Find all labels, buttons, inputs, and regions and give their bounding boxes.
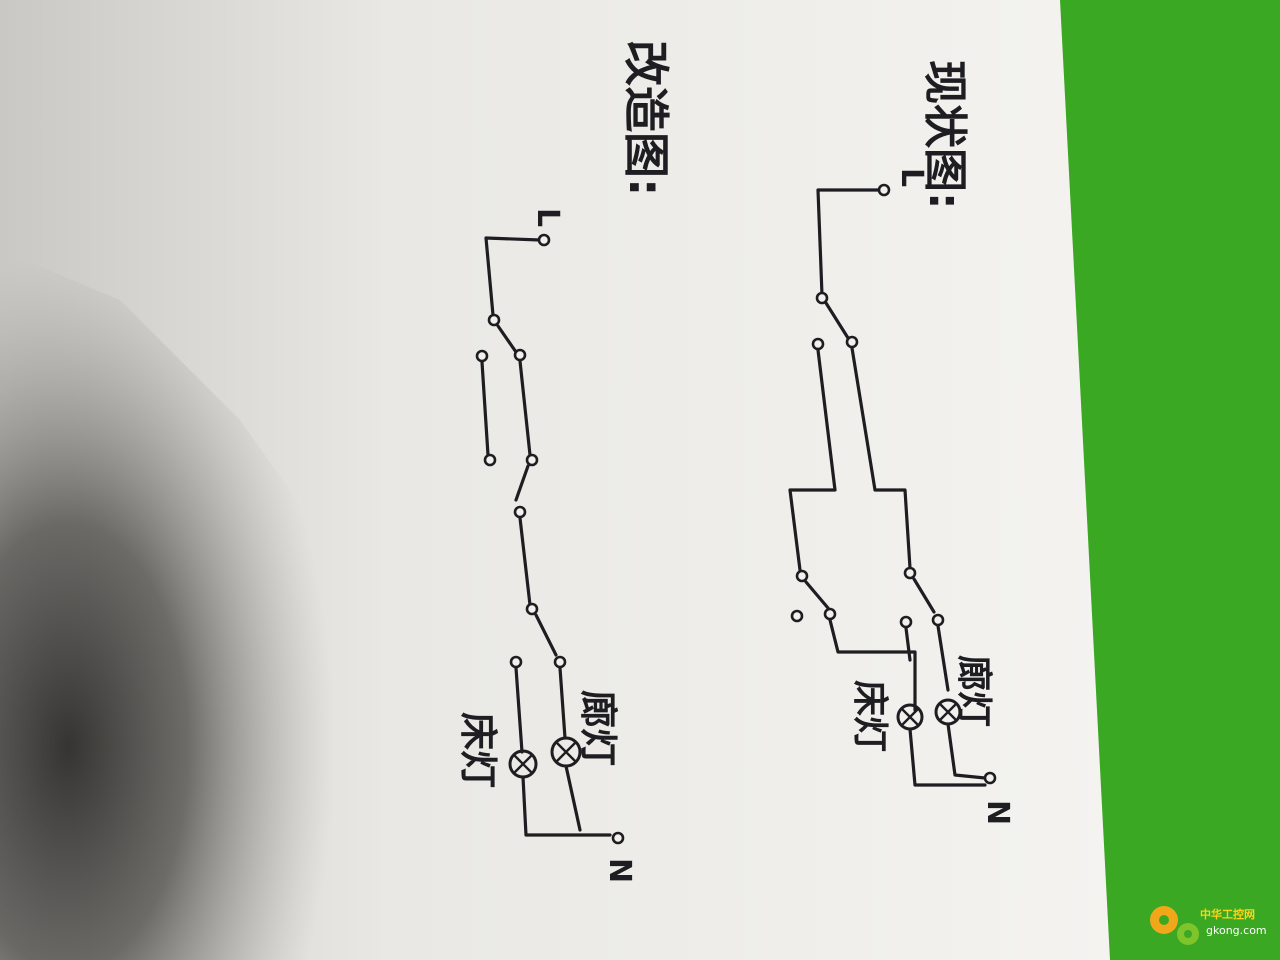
modified-switch3-contact-b <box>553 655 567 669</box>
watermark-url: gkong.com <box>1206 924 1267 937</box>
modified-switch1-contact-a <box>475 349 489 363</box>
current-live-label: L <box>894 168 929 187</box>
current-title: 现状图: <box>919 60 970 210</box>
current-switch3-contact-a <box>899 615 913 629</box>
svg-text:N: N <box>980 800 1015 825</box>
current-traveler-2 <box>850 346 912 570</box>
current-lamp-feed-1 <box>828 618 917 712</box>
svg-text:L: L <box>530 208 565 227</box>
modified-mid-wire <box>518 516 532 607</box>
watermark: 中华工控网 gkong.com <box>1150 906 1267 945</box>
modified-traveler-2 <box>518 359 532 457</box>
current-switch3-common <box>903 566 917 580</box>
current-neutral-wire <box>908 722 987 787</box>
svg-text:L: L <box>894 168 929 187</box>
current-switch1-contact-a <box>811 337 825 351</box>
modified-lamp-feed-1 <box>514 666 524 754</box>
modified-switch2-contact-b <box>525 453 539 467</box>
modified-live-label: L <box>530 208 565 227</box>
current-switch3-contact-b <box>931 613 945 627</box>
modified-switch3-common <box>525 602 539 616</box>
hand-shadow <box>0 250 380 960</box>
current-switch1-common <box>815 291 829 305</box>
svg-text:床灯: 床灯 <box>456 712 500 788</box>
current-lamp-feed-3 <box>936 624 950 692</box>
diagram-current: 现状图: L <box>788 60 1015 825</box>
watermark-name: 中华工控网 <box>1200 907 1255 921</box>
current-switch3-blade <box>912 577 936 614</box>
gear-icon <box>1150 906 1199 945</box>
modified-traveler-1 <box>480 360 490 457</box>
current-lamp1-label: 廊灯 <box>953 655 994 727</box>
current-live-wire <box>816 188 886 297</box>
current-switch2-contact-b <box>790 609 804 623</box>
current-lamp-feed-2 <box>904 626 912 662</box>
current-switch2-common <box>823 607 837 621</box>
current-neutral-label: N <box>980 800 1015 825</box>
modified-neutral-terminal <box>611 831 625 845</box>
modified-title: 改造图: <box>619 40 673 196</box>
current-neutral-terminal <box>983 771 997 785</box>
current-live-terminal <box>877 183 891 197</box>
current-traveler-1 <box>788 348 837 572</box>
modified-switch1-blade <box>496 324 518 354</box>
svg-text:现状图:: 现状图: <box>919 60 970 210</box>
modified-switch2-contact-a <box>483 453 497 467</box>
modified-switch3-contact-a <box>509 655 523 669</box>
modified-switch2-common <box>513 505 527 519</box>
modified-lamp1-label: 廊灯 <box>576 690 620 766</box>
svg-text:廊灯: 廊灯 <box>953 655 994 727</box>
svg-text:N: N <box>602 858 637 883</box>
modified-live-terminal <box>537 233 551 247</box>
current-lamp2-label: 床灯 <box>849 680 890 752</box>
modified-switch1-common <box>487 313 501 327</box>
modified-switch1-contact-b <box>513 348 527 362</box>
diagram-modified: 改造图: L <box>456 40 673 883</box>
current-switch2-blade <box>804 580 830 610</box>
modified-neutral-wire <box>521 764 612 837</box>
modified-lamp-feed-2 <box>558 666 567 740</box>
current-switch1-blade <box>824 301 850 340</box>
svg-text:床灯: 床灯 <box>849 680 890 752</box>
modified-lamp2-label: 床灯 <box>456 712 500 788</box>
svg-text:改造图:: 改造图: <box>619 40 673 196</box>
current-switch1-contact-b <box>845 335 859 349</box>
current-switch2-contact-a <box>795 569 809 583</box>
modified-live-wire <box>484 236 542 317</box>
modified-neutral-label: N <box>602 858 637 883</box>
svg-text:廊灯: 廊灯 <box>576 690 620 766</box>
modified-switch2-blade <box>514 464 530 502</box>
modified-switch3-blade <box>534 613 558 657</box>
